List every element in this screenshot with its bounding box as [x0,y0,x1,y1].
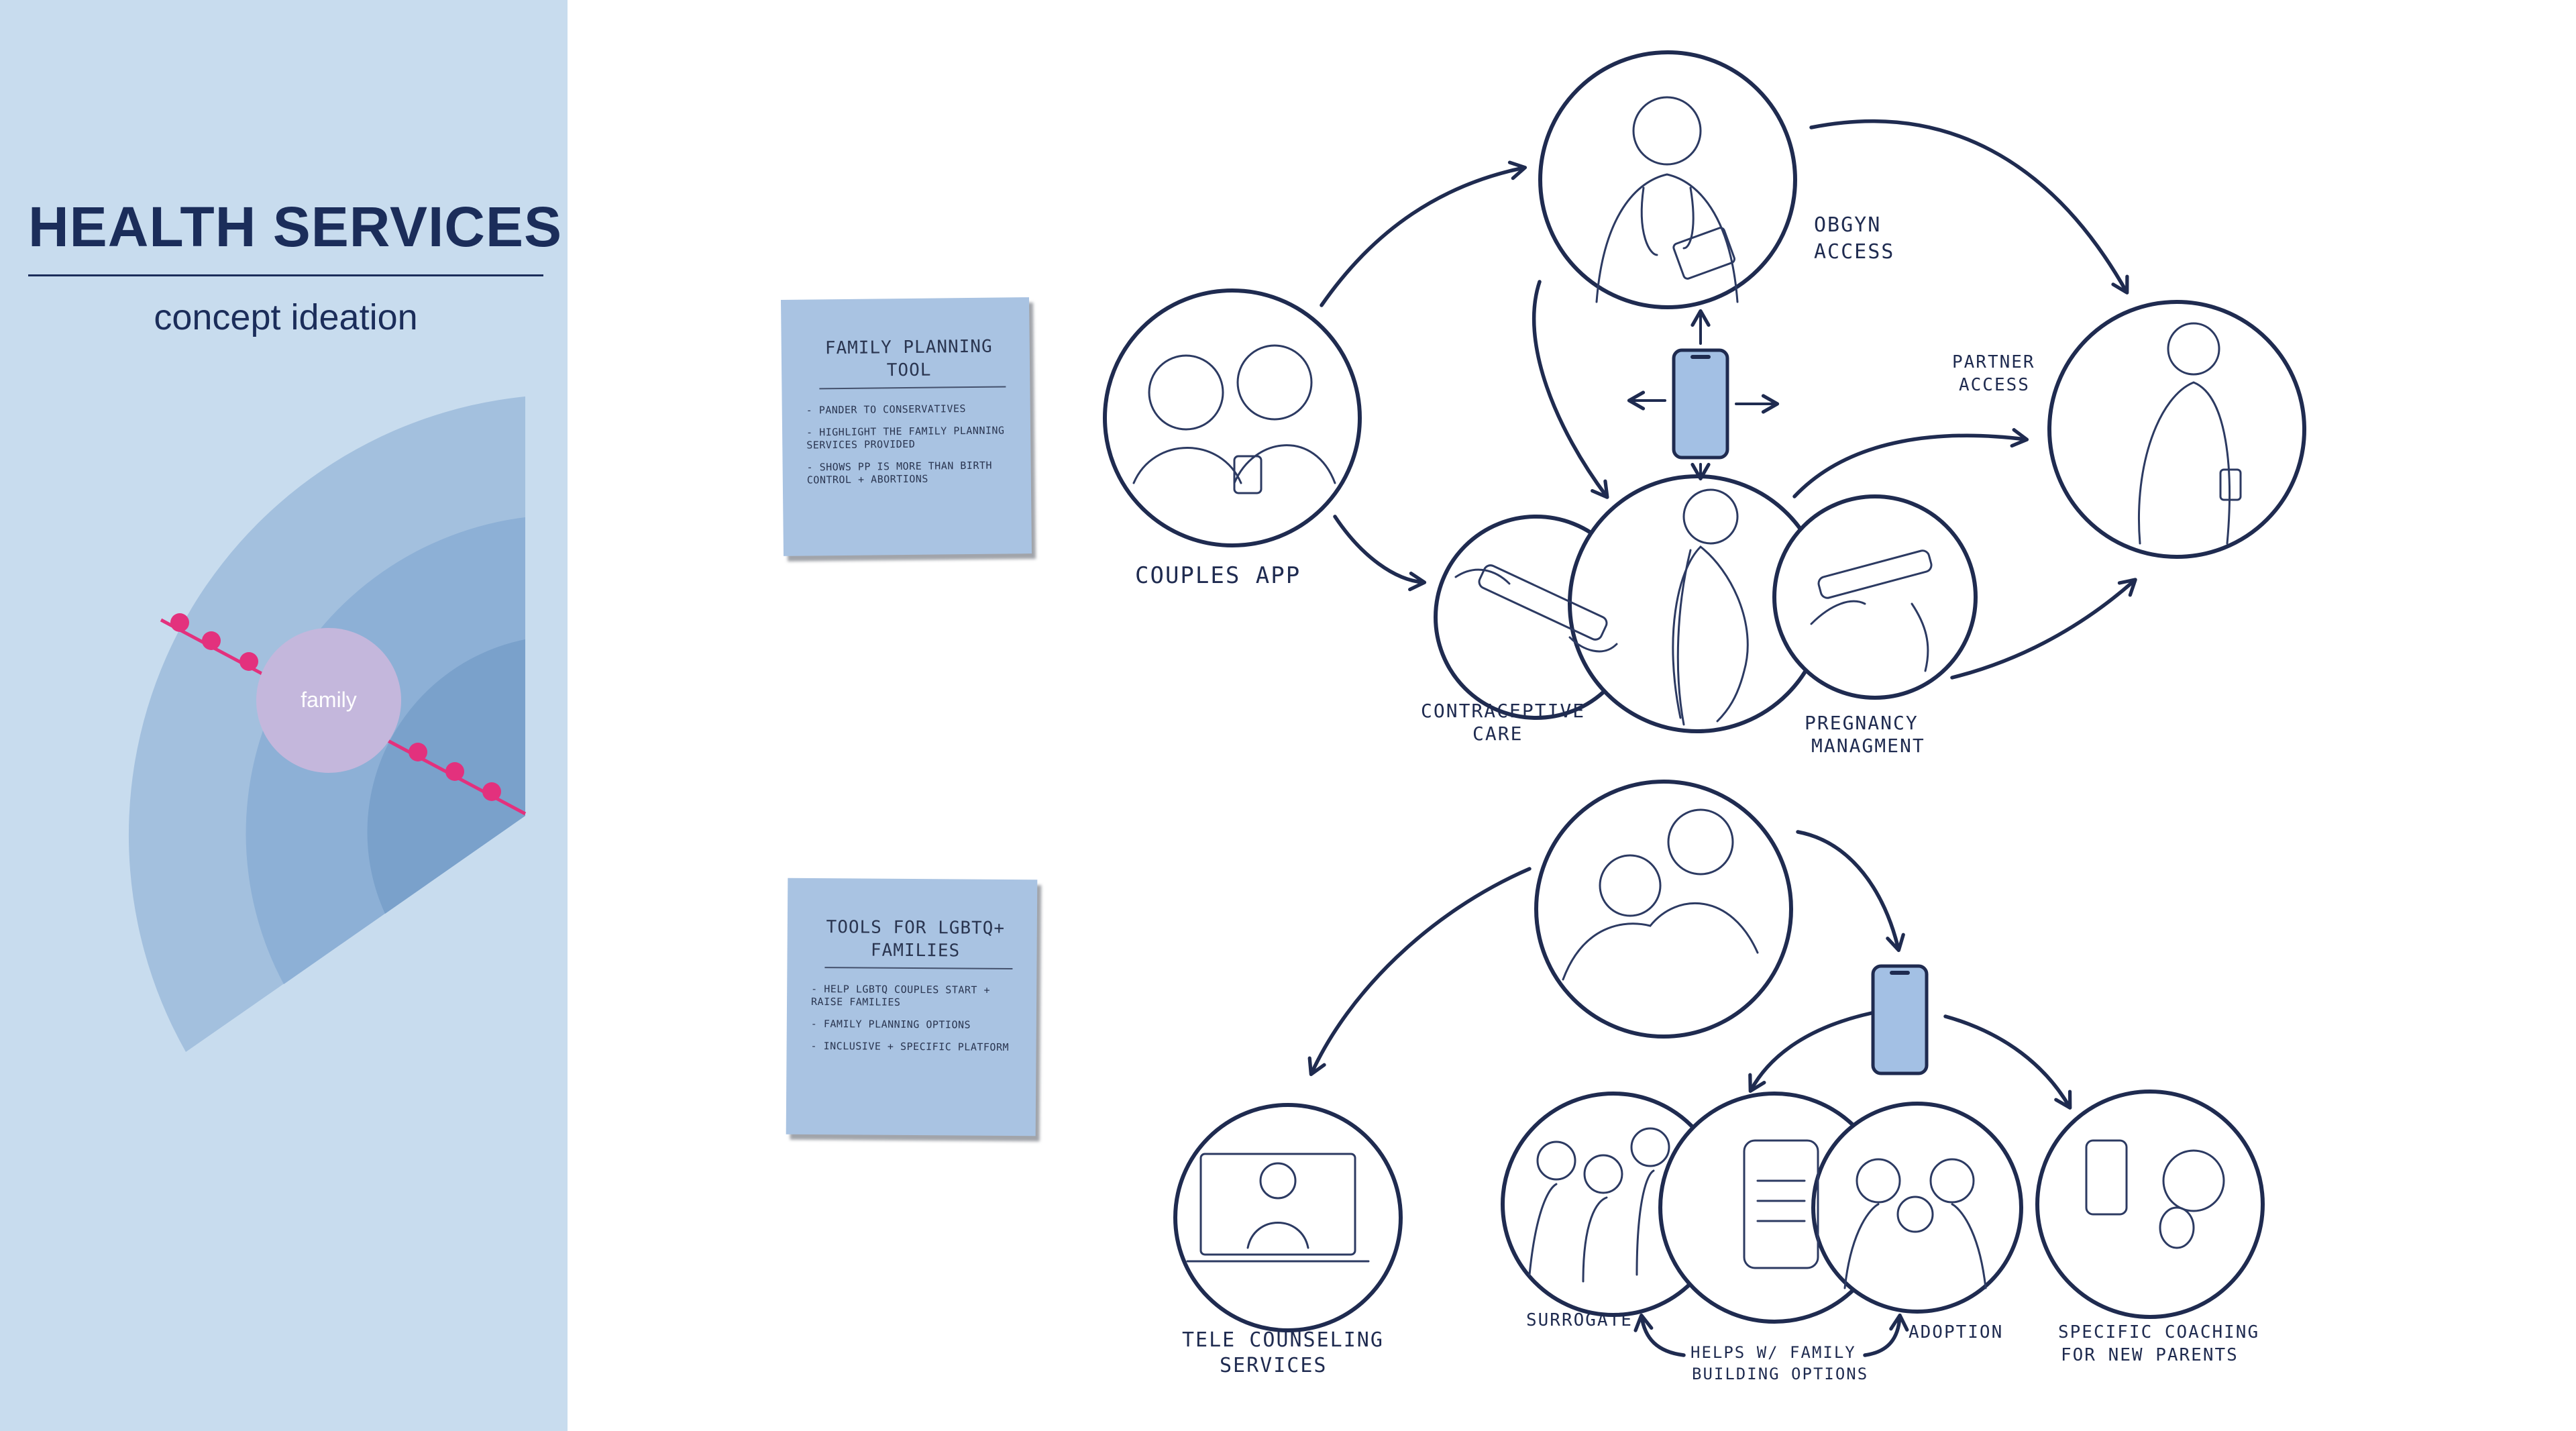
arrow-helps-to-adoption [1865,1316,1900,1355]
phone-bottom-icon [1873,966,1927,1073]
label-adoption: Adoption [1909,1320,2003,1344]
arrow-family-to-adoption [1798,832,1898,949]
label-coaching-line1: Specific coaching [2058,1320,2259,1344]
label-partner-line1: Partner [1952,350,2035,374]
arrow-obgyn-to-pregnancy [1534,282,1607,496]
couples-app-circle [1105,290,1360,545]
adoption-circle [1813,1104,2021,1312]
coaching-circle [2037,1092,2263,1317]
label-pregnancy-line1: Pregnancy [1805,711,1919,735]
label-helps-line2: building options [1692,1362,1868,1386]
label-couples-app: Couples App [1135,564,1301,588]
obgyn-circle [1540,52,1795,307]
arrow-family-to-tele [1311,869,1529,1073]
arrow-helps-to-surrogate [1642,1316,1684,1355]
arrow-couples-to-obgyn [1322,168,1524,305]
label-pregnancy-line2: Managment [1811,734,1925,758]
tele-counseling-circle [1175,1105,1401,1330]
arrow-phone-to-options [1751,1013,1872,1090]
pregnancy-test-circle [1774,496,1976,698]
partner-circle [2049,302,2304,557]
label-tele-line1: Tele Counseling [1182,1328,1384,1353]
arrow-obgyn-to-partner [1811,121,2127,292]
label-helps-line1: Helps w/ family [1690,1340,1856,1365]
arrow-phone-to-coaching [1945,1016,2070,1107]
label-coaching-line2: for new parents [2061,1343,2239,1367]
arrow-pregnancy-to-partner-lower [1952,580,2135,678]
label-tele-line2: Services [1220,1354,1328,1378]
label-contraceptive-line2: Care [1472,722,1523,746]
label-surrogate: Surrogate [1526,1308,1633,1332]
label-obgyn-line2: Access [1814,240,1894,264]
label-contraceptive-line1: Contraceptive [1421,699,1585,723]
label-obgyn-line1: OBGYN [1814,213,1881,237]
label-partner-line2: Access [1959,373,2030,397]
lgbtq-family-circle [1536,782,1791,1037]
phone-top-icon [1674,350,1727,458]
arrow-couples-to-contraceptive [1335,517,1424,582]
arrow-pregnancy-to-partner [1794,435,2026,496]
